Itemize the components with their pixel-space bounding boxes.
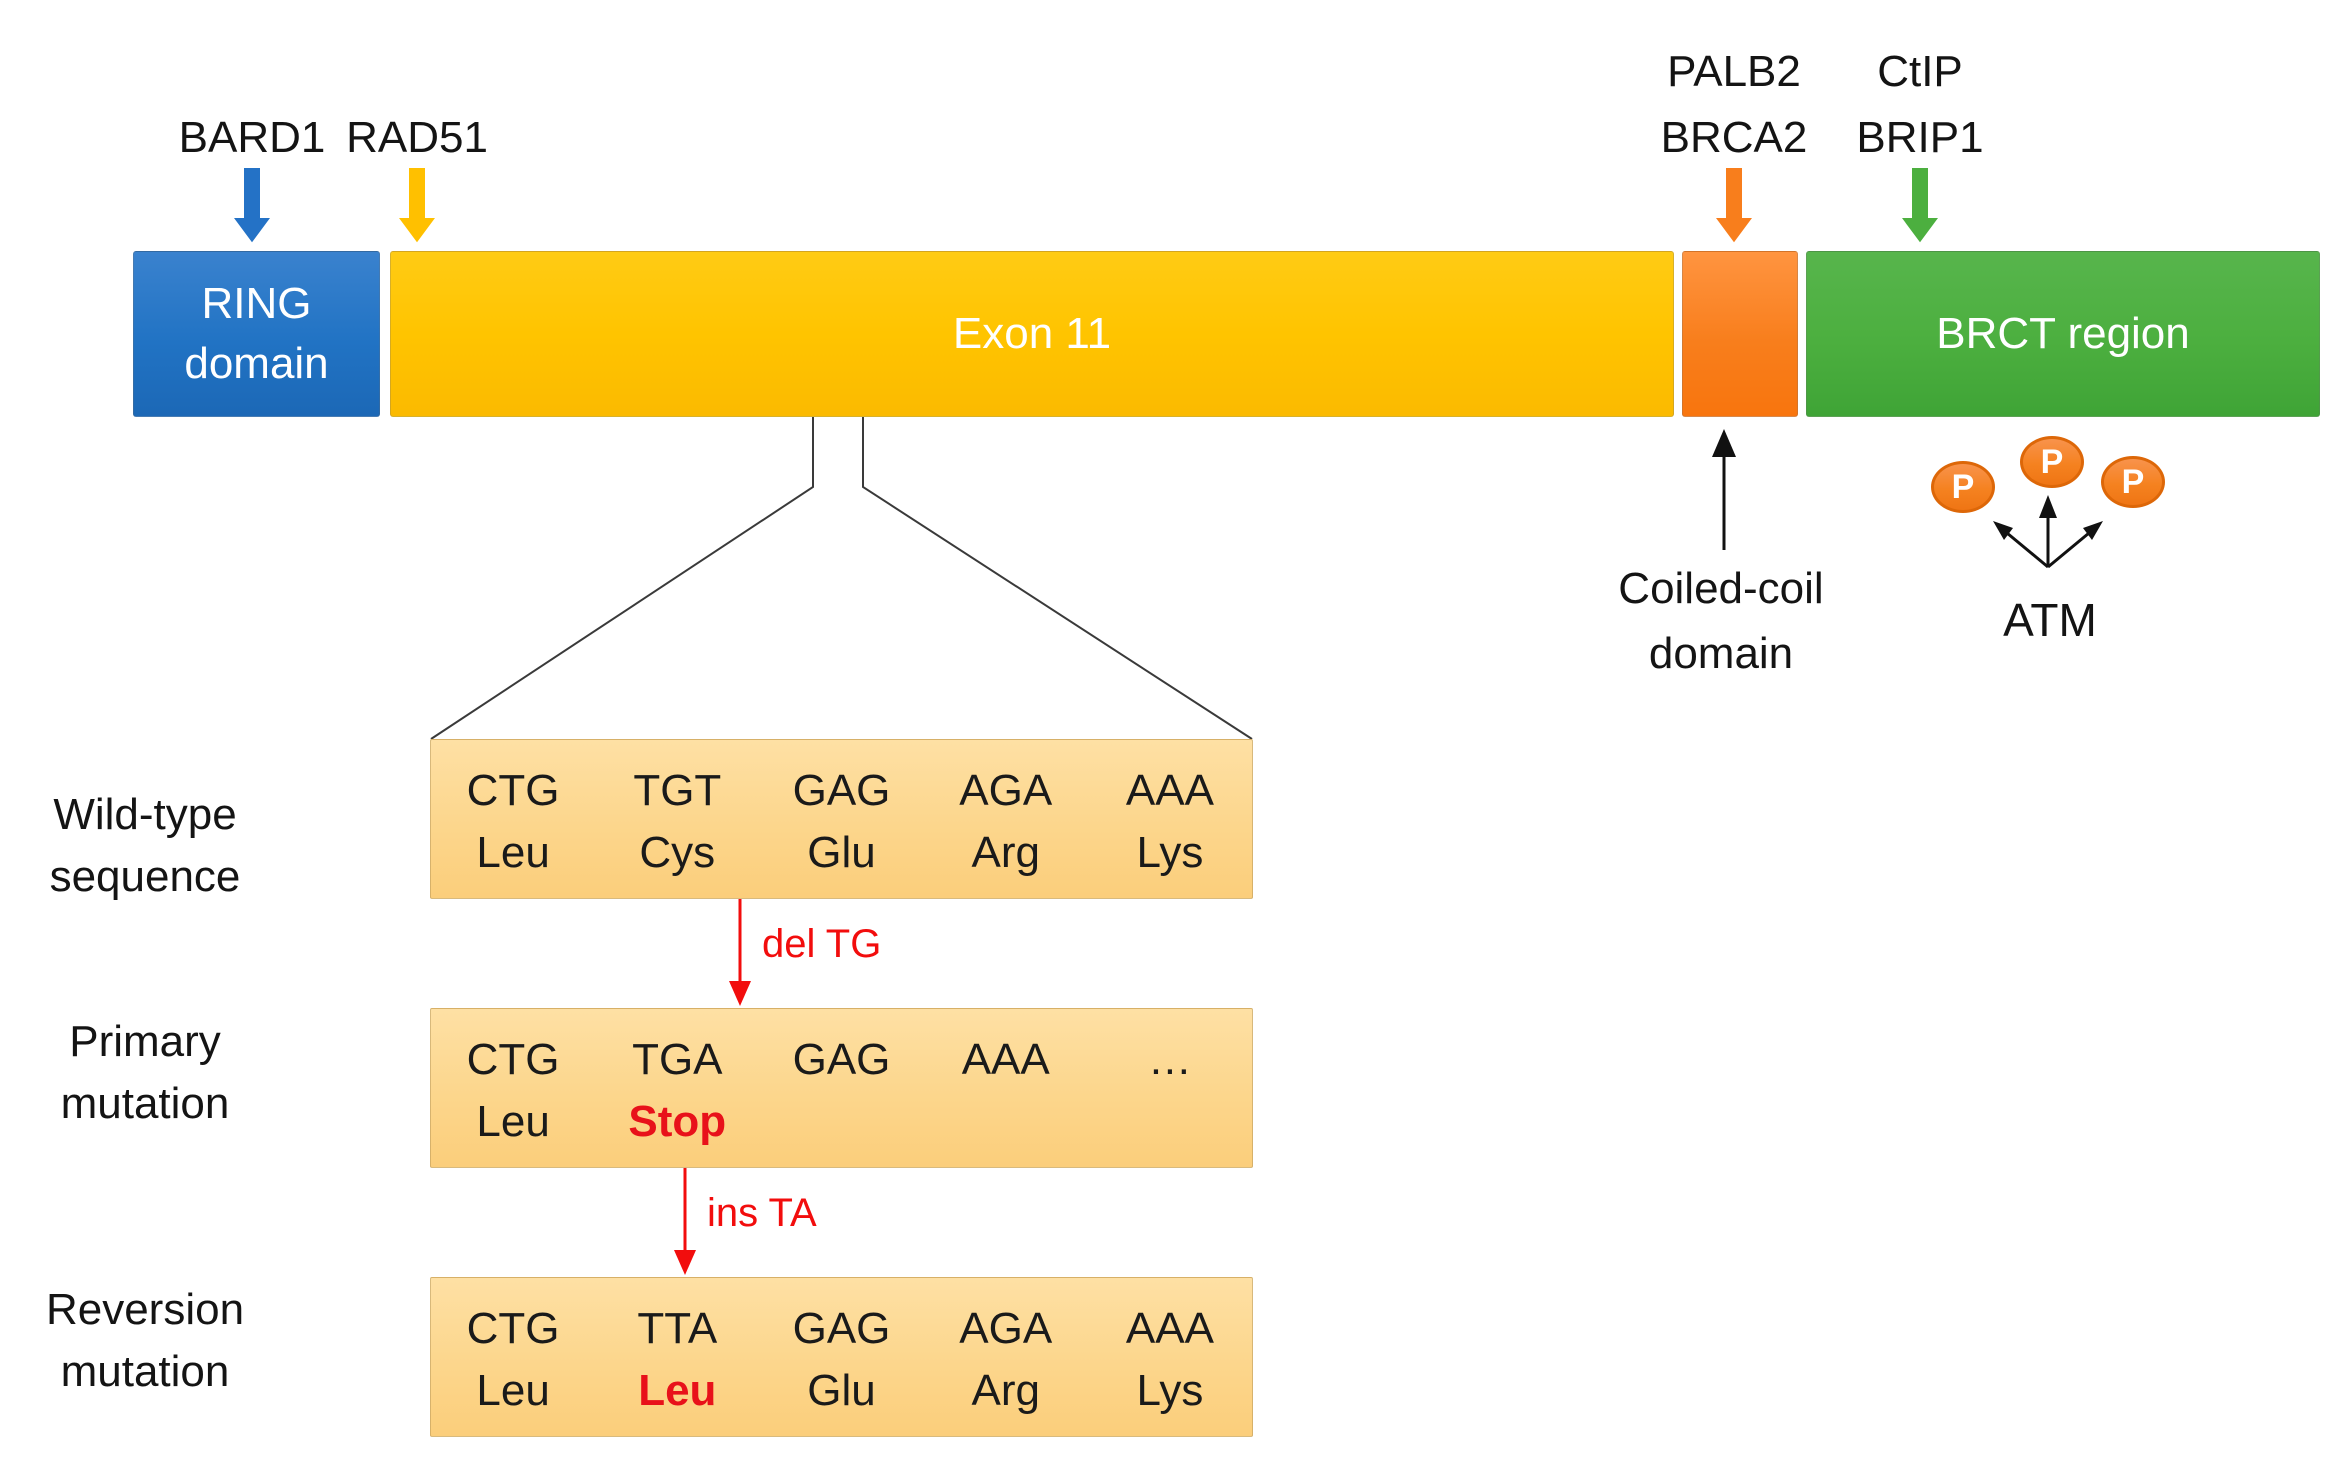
codon-dna: … (1147, 1035, 1192, 1084)
codon-cell: GAG (759, 1009, 923, 1167)
codon-dna: TGT (633, 766, 722, 815)
codon-dna: GAG (792, 766, 891, 815)
codon-aa: Leu (476, 1097, 550, 1146)
codon-dna: GAG (792, 1304, 891, 1353)
codon-aa-stop: Stop (628, 1097, 727, 1146)
wild-type-label-line2: sequence (49, 852, 241, 901)
del-tg-label: del TG (762, 922, 882, 966)
codon-cell: AAA Lys (1088, 740, 1252, 898)
primary-mutation-sequence-box: CTG Leu TGA Stop GAG AAA … (430, 1008, 1253, 1168)
codon-aa: Lys (1136, 828, 1204, 877)
codon-cell: CTG Leu (431, 1009, 595, 1167)
atm-arrows-icon (1993, 495, 2103, 569)
palb2-label: PALB2 (1667, 47, 1801, 96)
phospho-p-letter: P (2121, 462, 2145, 501)
ctip-brip1-arrow-icon (1898, 166, 1942, 246)
codon-dna: CTG (466, 1035, 560, 1084)
codon-dna: TGA (632, 1035, 723, 1084)
bard1-label: BARD1 (178, 113, 326, 162)
coiled-coil-segment (1682, 251, 1798, 417)
codon-cell: AAA (924, 1009, 1088, 1167)
ins-ta-arrow-icon (674, 1168, 696, 1275)
codon-cell: AAA Lys (1088, 1278, 1252, 1436)
codon-aa: Arg (971, 1366, 1040, 1415)
coiled-coil-label-line2: domain (1648, 629, 1794, 678)
bard1-arrow-icon (230, 166, 274, 246)
exon-11-label: Exon 11 (952, 309, 1112, 358)
brca2-label: BRCA2 (1660, 113, 1808, 162)
brct-region-label: BRCT region (1936, 309, 2190, 358)
codon-dna: AGA (959, 766, 1053, 815)
wild-type-row-label: Wild-type sequence (20, 784, 270, 908)
brct-region-segment: BRCT region (1806, 251, 2320, 417)
codon-dna: AAA (1125, 766, 1214, 815)
wild-type-sequence-box: CTG Leu TGT Cys GAG Glu AGA Arg AAA Lys (430, 739, 1253, 899)
ring-domain-segment: RING domain (133, 251, 380, 417)
ctip-label: CtIP (1877, 47, 1963, 96)
rad51-arrow-icon (395, 166, 439, 246)
codon-dna: CTG (466, 766, 560, 815)
primary-mutation-row-label: Primary mutation (20, 1011, 270, 1135)
codon-cell: CTG Leu (431, 1278, 595, 1436)
rad51-label: RAD51 (346, 113, 488, 162)
coiled-coil-label-line1: Coiled-coil (1618, 564, 1824, 613)
codon-aa: Glu (807, 1366, 876, 1415)
coiled-coil-arrow-icon (1712, 429, 1736, 550)
codon-aa: Leu (476, 1366, 550, 1415)
codon-dna: AAA (1125, 1304, 1214, 1353)
exon-11-segment: Exon 11 (390, 251, 1674, 417)
codon-cell: TTA Leu (595, 1278, 759, 1436)
codon-cell: GAG Glu (759, 740, 923, 898)
codon-cell: CTG Leu (431, 740, 595, 898)
phospho-p-icon: P (2101, 456, 2165, 508)
brip1-label: BRIP1 (1856, 113, 1984, 162)
ins-ta-label: ins TA (707, 1191, 817, 1235)
funnel-line-right (862, 417, 1253, 740)
codon-dna: GAG (792, 1035, 891, 1084)
codon-dna: AGA (959, 1304, 1053, 1353)
codon-cell: TGA Stop (595, 1009, 759, 1167)
phospho-p-icon: P (1931, 461, 1995, 513)
del-tg-arrow-icon (729, 899, 751, 1006)
primary-label-line1: Primary (69, 1017, 221, 1066)
codon-cell: … (1088, 1009, 1252, 1167)
codon-dna: AAA (961, 1035, 1050, 1084)
phospho-p-icon: P (2020, 436, 2084, 488)
phospho-p-letter: P (1951, 467, 1975, 506)
reversion-label-line2: mutation (60, 1347, 230, 1396)
codon-cell: TGT Cys (595, 740, 759, 898)
ring-domain-label-line2: domain (184, 339, 329, 388)
codon-aa: Leu (476, 828, 550, 877)
wild-type-label-line1: Wild-type (53, 790, 237, 839)
codon-dna: TTA (637, 1304, 718, 1353)
codon-aa: Glu (807, 828, 876, 877)
codon-cell: AGA Arg (924, 1278, 1088, 1436)
phospho-p-letter: P (2040, 442, 2064, 481)
codon-cell: AGA Arg (924, 740, 1088, 898)
funnel-line-left (430, 417, 814, 740)
palb2-brca2-arrow-icon (1712, 166, 1756, 246)
codon-aa-reverted: Leu (638, 1366, 717, 1415)
codon-dna: CTG (466, 1304, 560, 1353)
ring-domain-label-line1: RING (201, 279, 312, 328)
codon-aa: Cys (639, 828, 716, 877)
primary-label-line2: mutation (60, 1079, 230, 1128)
atm-label: ATM (2003, 594, 2097, 646)
reversion-mutation-row-label: Reversion mutation (20, 1279, 270, 1403)
codon-cell: GAG Glu (759, 1278, 923, 1436)
reversion-label-line1: Reversion (45, 1285, 245, 1334)
codon-aa: Lys (1136, 1366, 1204, 1415)
codon-aa: Arg (971, 828, 1040, 877)
reversion-mutation-sequence-box: CTG Leu TTA Leu GAG Glu AGA Arg AAA Lys (430, 1277, 1253, 1437)
